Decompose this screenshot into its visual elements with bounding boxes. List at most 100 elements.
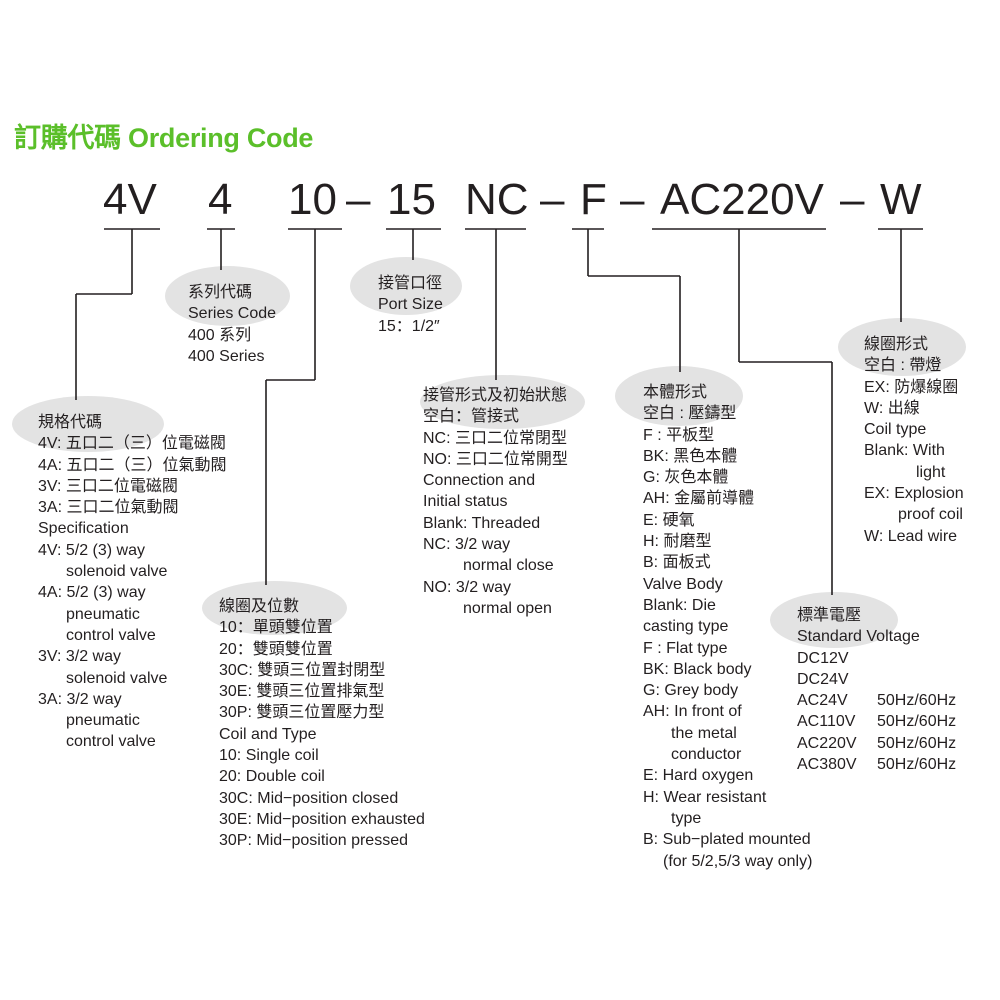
spec-heading: 規格代碼 (38, 414, 103, 431)
body-line: H: Wear resistant (643, 788, 767, 806)
spec-line: solenoid valve (66, 669, 168, 687)
spec-line: 4A: 五口二（三）位氣動閥 (38, 456, 227, 474)
connection-heading: 接管形式及初始狀態 (423, 387, 568, 404)
series-line: 400 系列 (188, 326, 252, 344)
coiltype-line: Blank: With (864, 442, 945, 460)
coil-line: 20：雙頭雙位置 (219, 640, 333, 658)
coiltype-heading: 線圈形式 (864, 336, 929, 353)
code-body: F (580, 175, 607, 224)
connection-line: NC: 3/2 way (423, 536, 511, 554)
connection-line: NC: 三口二位常閉型 (423, 429, 568, 447)
connector-spec (75, 229, 133, 400)
body-line: type (671, 809, 702, 827)
spec-line: pneumatic (66, 712, 140, 730)
coil-line: 30E: Mid−position exhausted (219, 810, 425, 828)
connection-line: Initial status (423, 493, 508, 511)
body-line: (for 5/2,5/3 way only) (663, 852, 813, 870)
coil-line: 20: Double coil (219, 768, 325, 786)
body-line: H: 耐磨型 (643, 533, 712, 551)
bubble-spec (12, 396, 164, 452)
bubble-connection (420, 375, 585, 429)
series-line: Series Code (188, 305, 277, 323)
series-block: 系列代碼 Series Code 400 系列 400 Series (188, 282, 276, 367)
spec-line: solenoid valve (66, 563, 168, 581)
body-line: E: Hard oxygen (643, 767, 754, 785)
body-line: BK: Black body (643, 660, 752, 678)
body-line: BK: 黑色本體 (643, 447, 738, 465)
connector-body (587, 229, 681, 372)
series-line: 400 Series (188, 347, 265, 365)
coiltype-line: W: 出線 (864, 399, 920, 417)
body-line: the metal (671, 724, 737, 742)
code-dash: – (346, 175, 371, 224)
spec-line: 3A: 3/2 way (38, 690, 122, 708)
series-heading: 系列代碼 (188, 284, 253, 301)
body-line: B: Sub−plated mounted (643, 831, 811, 849)
connection-line: 空白：管接式 (423, 408, 520, 426)
port-heading: 接管口徑 (378, 275, 443, 292)
body-line: Valve Body (643, 575, 723, 593)
body-line: casting type (643, 618, 729, 636)
body-heading: 本體形式 (643, 384, 708, 401)
connection-line: NO: 3/2 way (423, 578, 512, 596)
spec-line: 4V: 五口二（三）位電磁閥 (38, 435, 226, 453)
body-block: 本體形式 空白 : 壓鑄型 F : 平板型 BK: 黑色本體 G: 灰色本體 A… (643, 382, 812, 872)
connection-line: normal close (463, 557, 554, 575)
coil-line: 10：單頭雙位置 (219, 619, 333, 637)
code-dash: – (840, 175, 865, 224)
port-line: Port Size (378, 296, 443, 314)
connection-line: Connection and (423, 472, 536, 490)
bubble-voltage (770, 592, 898, 648)
body-line: G: 灰色本體 (643, 469, 729, 487)
bubble-body (615, 366, 743, 426)
code-series-type: 4V (103, 175, 157, 224)
coiltype-block: 線圈形式 空白 : 帶燈 EX: 防爆線圈 W: 出線 Coil type Bl… (864, 334, 964, 547)
code-voltage: AC220V (660, 175, 824, 224)
connector-voltage (738, 229, 833, 595)
bubble-coil (202, 581, 347, 635)
body-line: F : Flat type (643, 639, 728, 657)
body-line: 空白 : 壓鑄型 (643, 405, 737, 423)
coil-heading: 線圈及位數 (219, 598, 300, 615)
spec-line: 3A: 三口二位氣動閥 (38, 499, 179, 517)
bubble-port (350, 257, 462, 315)
coiltype-line: EX: 防爆線圈 (864, 378, 959, 396)
coiltype-line: light (916, 463, 946, 481)
coil-line: 30C: Mid−position closed (219, 789, 399, 807)
coiltype-line: 空白 : 帶燈 (864, 357, 942, 375)
voltage-subheading: Standard Voltage (797, 628, 920, 646)
code-coiltype: W (880, 175, 922, 224)
coil-line: 30P: Mid−position pressed (219, 832, 408, 850)
bubble-coiltype (838, 318, 966, 376)
spec-line: 3V: 3/2 way (38, 648, 122, 666)
body-line: Blank: Die (643, 596, 716, 614)
connector-coil (265, 229, 316, 585)
connection-line: normal open (463, 599, 552, 617)
spec-line: control valve (66, 733, 156, 751)
page-title: 訂購代碼 Ordering Code (14, 123, 314, 153)
code-coil: 10 (288, 175, 337, 224)
coiltype-line: Coil type (864, 421, 927, 439)
code-series: 4 (208, 175, 233, 224)
spec-line: pneumatic (66, 605, 140, 623)
coiltype-line: EX: Explosion (864, 485, 964, 503)
spec-line: 3V: 三口二位電磁閥 (38, 477, 178, 495)
port-line: 15：1/2″ (378, 317, 440, 335)
body-line: AH: In front of (643, 703, 742, 721)
body-line: B: 面板式 (643, 554, 711, 572)
port-block: 接管口徑 Port Size 15：1/2″ (378, 273, 443, 337)
coil-line: 30P: 雙頭三位置壓力型 (219, 704, 385, 722)
bubble-series (165, 266, 290, 326)
connection-line: NO: 三口二位常開型 (423, 450, 568, 468)
code-connection: NC (465, 175, 529, 224)
body-line: G: Grey body (643, 682, 739, 700)
coil-line: 10: Single coil (219, 747, 319, 765)
spec-line: 4V: 5/2 (3) way (38, 541, 146, 559)
spec-line: 4A: 5/2 (3) way (38, 584, 146, 602)
voltage-row: DC12V (797, 649, 849, 667)
